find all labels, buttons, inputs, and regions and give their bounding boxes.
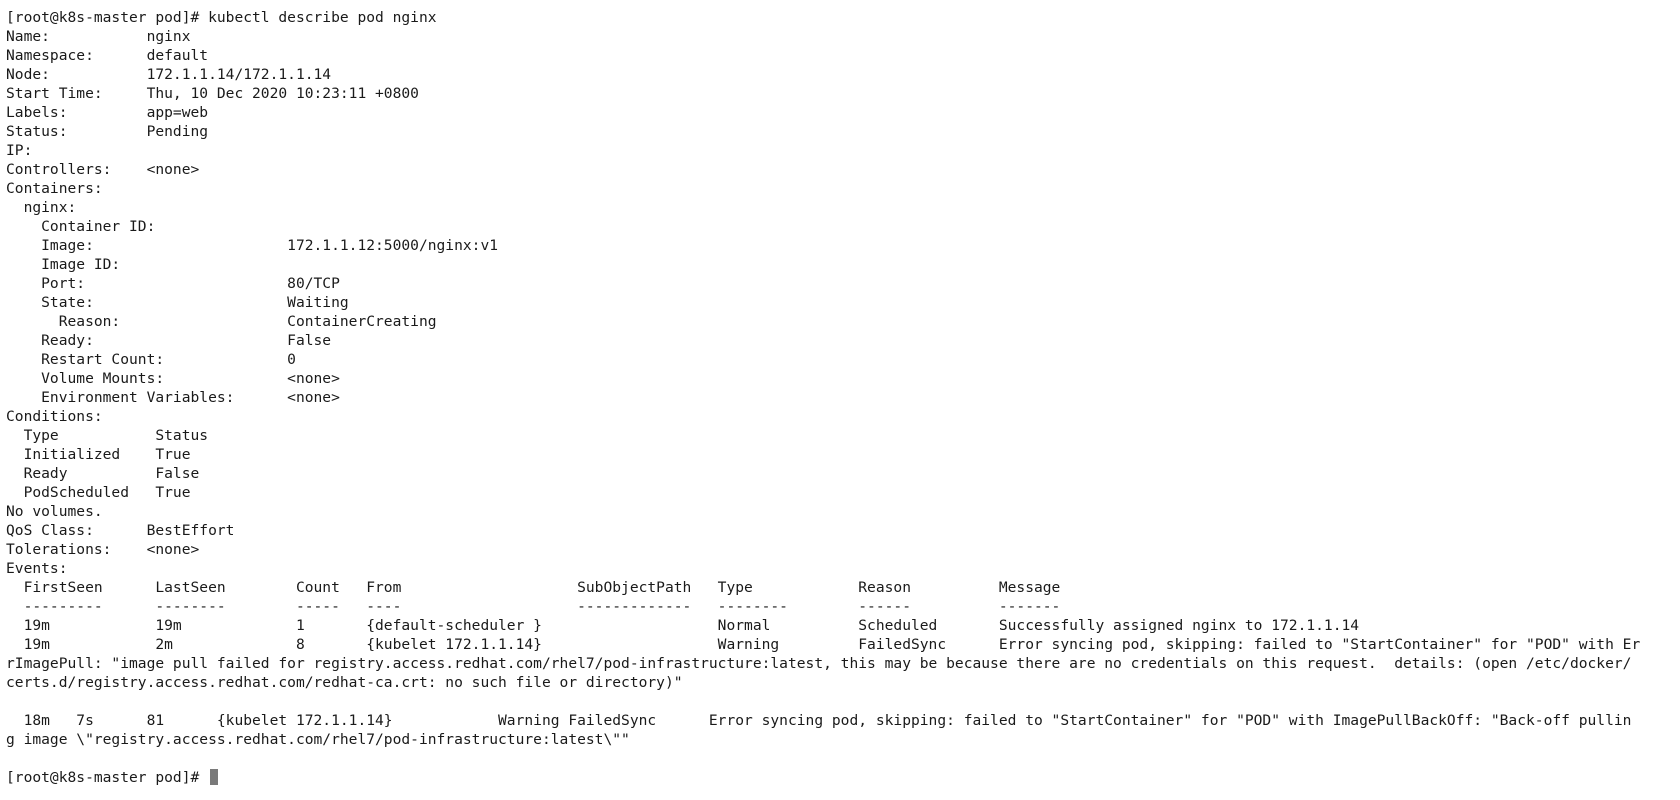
output-line: Labels: app=web [6, 104, 209, 121]
output-line: Namespace: default [6, 47, 209, 64]
output-line: State: Waiting [6, 294, 349, 311]
output-line: No volumes. [6, 503, 103, 520]
output-line: Node: 172.1.1.14/172.1.1.14 [6, 66, 332, 83]
output-line: Volume Mounts: <none> [6, 370, 340, 387]
output-line: rImagePull: "image pull failed for regis… [6, 655, 1632, 672]
output-line: Reason: ContainerCreating [6, 313, 437, 330]
output-line: g image \"registry.access.redhat.com/rhe… [6, 731, 630, 748]
output-line: 18m 7s 81 {kubelet 172.1.1.14} Warning F… [6, 712, 1632, 729]
prompt-line[interactable]: [root@k8s-master pod]# [6, 768, 1680, 787]
output-line: QoS Class: BestEffort [6, 522, 235, 539]
output-line: --------- -------- ----- ---- ----------… [6, 598, 1061, 615]
output-line: Status: Pending [6, 123, 209, 140]
output-line: Port: 80/TCP [6, 275, 340, 292]
output-line: Ready False [6, 465, 200, 482]
output-line: Name: nginx [6, 28, 191, 45]
output-line: Environment Variables: <none> [6, 389, 340, 406]
output-line: Image ID: [6, 256, 121, 273]
output-line: FirstSeen LastSeen Count From SubObjectP… [6, 579, 1061, 596]
output-line: IP: [6, 142, 33, 159]
output-line: Conditions: [6, 408, 103, 425]
output-line: Events: [6, 560, 68, 577]
output-line: Image: 172.1.1.12:5000/nginx:v1 [6, 237, 499, 254]
output-line: 19m 2m 8 {kubelet 172.1.1.14} Warning Fa… [6, 636, 1641, 653]
output-line [6, 692, 1680, 711]
output-line: Initialized True [6, 446, 191, 463]
output-line: nginx: [6, 199, 77, 216]
output-line: PodScheduled True [6, 484, 191, 501]
shell-prompt: [root@k8s-master pod]# [6, 769, 209, 786]
output-line: Restart Count: 0 [6, 351, 296, 368]
terminal-output: [root@k8s-master pod]# kubectl describe … [6, 8, 1680, 768]
text-cursor [210, 769, 219, 785]
output-line: Containers: [6, 180, 103, 197]
output-line: Start Time: Thu, 10 Dec 2020 10:23:11 +0… [6, 85, 419, 102]
output-line: Tolerations: <none> [6, 541, 200, 558]
output-line: certs.d/registry.access.redhat.com/redha… [6, 674, 683, 691]
output-line: 19m 19m 1 {default-scheduler } Normal Sc… [6, 617, 1360, 634]
output-line: Type Status [6, 427, 209, 444]
output-line [6, 749, 1680, 768]
output-line: Controllers: <none> [6, 161, 200, 178]
output-line: Ready: False [6, 332, 332, 349]
output-line: Container ID: [6, 218, 156, 235]
output-line: [root@k8s-master pod]# kubectl describe … [6, 9, 437, 26]
